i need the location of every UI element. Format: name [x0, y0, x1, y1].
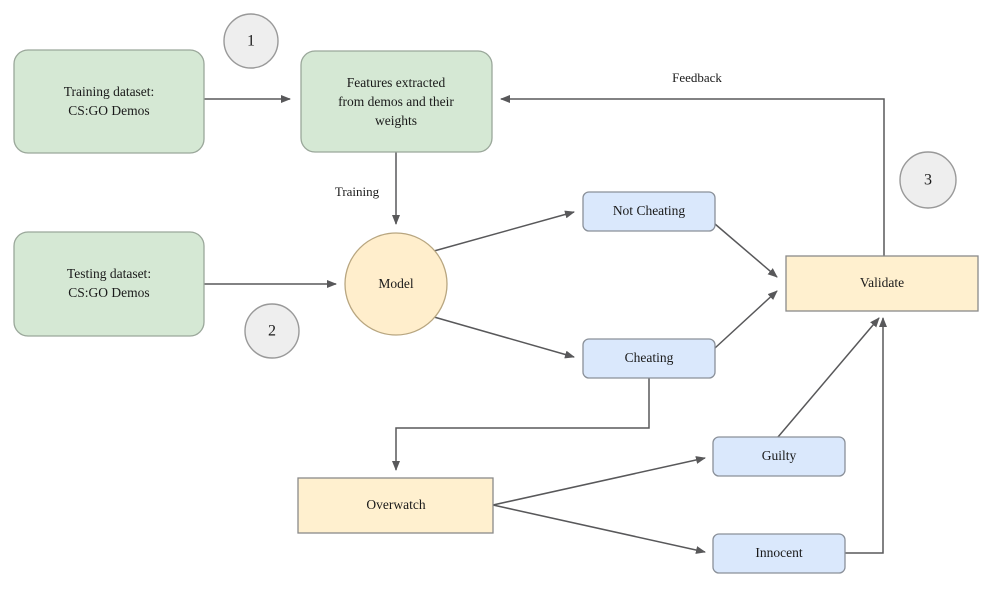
- edge-cheating-to-overwatch: [392, 378, 650, 471]
- innocent-box[interactable]: [712, 533, 846, 574]
- training-dataset-box[interactable]: [13, 49, 205, 154]
- edge-label-feedback: Feedback: [672, 70, 722, 85]
- step-badge-3: 3: [899, 151, 957, 209]
- edge-guilty-to-validate: [777, 317, 880, 438]
- edge-model-to-not-cheating: [433, 210, 575, 252]
- node-guilty[interactable]: Guilty: [712, 436, 846, 477]
- edge-innocent-to-validate: [845, 317, 887, 554]
- node-overwatch[interactable]: Overwatch: [297, 477, 494, 534]
- model-label: Model: [378, 276, 413, 291]
- features-extracted-label-line1: Features extracted: [347, 75, 446, 90]
- step-badge-1-circle: [223, 13, 279, 69]
- not-cheating-box[interactable]: [582, 191, 716, 232]
- overwatch-box[interactable]: [297, 477, 494, 534]
- guilty-label: Guilty: [762, 448, 797, 463]
- node-validate[interactable]: Validate: [785, 255, 979, 312]
- features-extracted-label-line3: weights: [375, 113, 417, 128]
- node-cheating[interactable]: Cheating: [582, 338, 716, 379]
- edge-model-to-cheating: [433, 316, 575, 359]
- edge-overwatch-to-innocent: [492, 504, 706, 554]
- features-extracted-box[interactable]: [300, 50, 493, 153]
- node-innocent[interactable]: Innocent: [712, 533, 846, 574]
- step-badge-3-label: 3: [924, 172, 932, 189]
- cheating-box[interactable]: [582, 338, 716, 379]
- step-badge-1-label: 1: [247, 33, 255, 50]
- cheating-label: Cheating: [625, 350, 674, 365]
- nodes-layer: Training dataset: CS:GO Demos Testing da…: [13, 49, 979, 574]
- edge-label-training: Training: [335, 184, 380, 199]
- step-badge-1: 1: [223, 13, 279, 69]
- step-badge-2-label: 2: [268, 323, 276, 340]
- edge-not-cheating-to-validate: [714, 223, 778, 278]
- training-dataset-label-line1: Training dataset:: [64, 84, 155, 99]
- testing-dataset-label-line1: Testing dataset:: [67, 266, 151, 281]
- node-features-extracted[interactable]: Features extracted from demos and their …: [300, 50, 493, 153]
- validate-label: Validate: [860, 275, 904, 290]
- not-cheating-label: Not Cheating: [613, 203, 686, 218]
- validate-box[interactable]: [785, 255, 979, 312]
- training-dataset-label-line2: CS:GO Demos: [68, 103, 149, 118]
- testing-dataset-label-line2: CS:GO Demos: [68, 285, 149, 300]
- node-model[interactable]: Model: [344, 232, 448, 336]
- step-badge-2-circle: [244, 303, 300, 359]
- edge-cheating-to-validate: [714, 290, 778, 349]
- node-not-cheating[interactable]: Not Cheating: [582, 191, 716, 232]
- node-training-dataset[interactable]: Training dataset: CS:GO Demos: [13, 49, 205, 154]
- step-badge-3-circle: [899, 151, 957, 209]
- features-extracted-label-line2: from demos and their: [338, 94, 454, 109]
- innocent-label: Innocent: [755, 545, 802, 560]
- model-circle[interactable]: [344, 232, 448, 336]
- testing-dataset-box[interactable]: [13, 231, 205, 337]
- node-testing-dataset[interactable]: Testing dataset: CS:GO Demos: [13, 231, 205, 337]
- edge-labels-layer: Training Feedback: [335, 70, 723, 199]
- overwatch-label: Overwatch: [366, 497, 425, 512]
- step-badges-layer: 1 2 3: [223, 13, 957, 359]
- step-badge-2: 2: [244, 303, 300, 359]
- guilty-box[interactable]: [712, 436, 846, 477]
- edge-validate-to-features-feedback: [500, 95, 885, 256]
- edge-overwatch-to-guilty: [492, 456, 706, 506]
- edges-layer: [204, 95, 887, 554]
